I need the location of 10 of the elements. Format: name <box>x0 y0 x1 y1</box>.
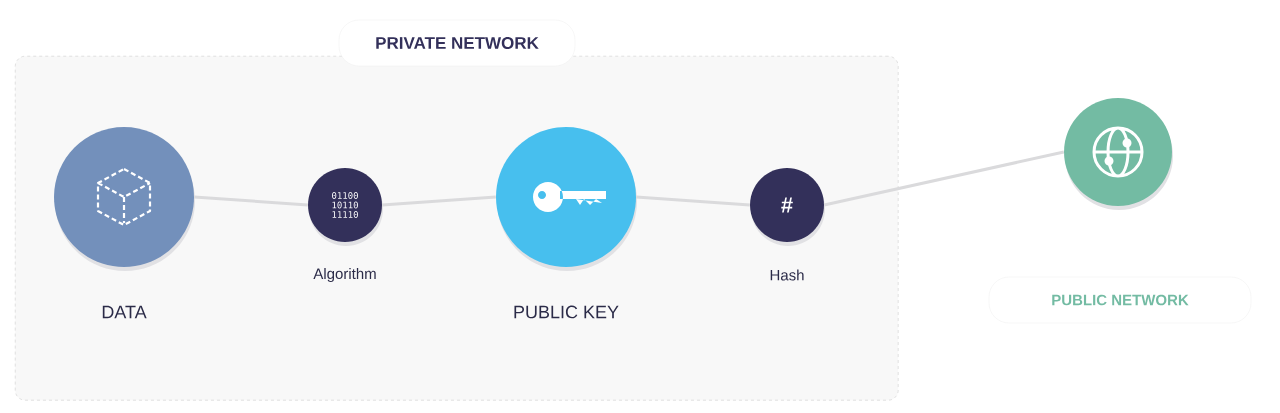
node-caption: PUBLIC KEY <box>514 305 619 319</box>
connector-line <box>382 195 496 207</box>
node-caption: Algorithm <box>313 268 376 282</box>
connector-line <box>823 150 1065 207</box>
node-caption: Hash <box>770 269 804 281</box>
connector-line <box>194 195 308 207</box>
connector-line <box>636 195 750 207</box>
heading-pill: PRIVATE NETWORK <box>338 19 576 67</box>
node-caption: DATA <box>102 305 147 319</box>
label-pill: PUBLIC NETWORK <box>988 276 1252 324</box>
